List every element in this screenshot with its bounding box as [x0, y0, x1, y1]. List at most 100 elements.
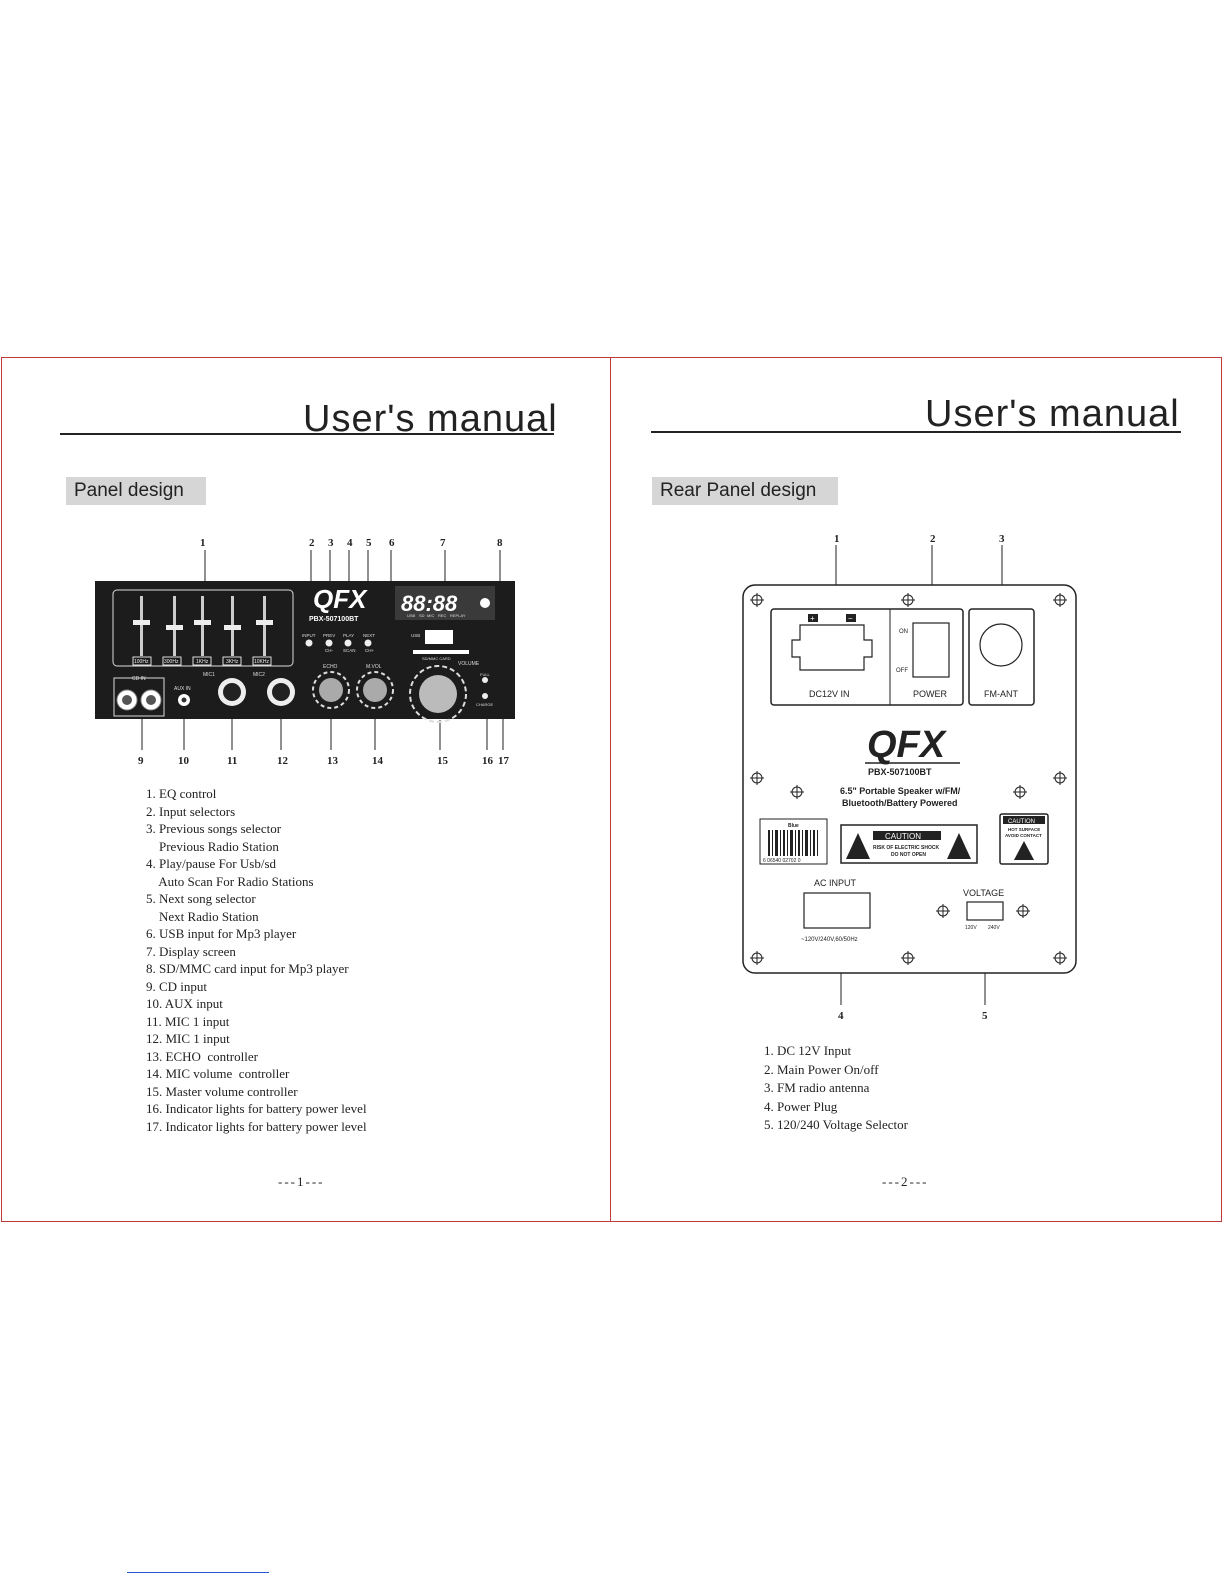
list-item: 2. Main Power On/off — [764, 1061, 879, 1077]
front-brand-logo: QFX — [313, 584, 368, 614]
input-button[interactable] — [305, 639, 313, 647]
list-item: Auto Scan For Radio Stations — [146, 873, 314, 889]
eq-band-3: 1KHz — [196, 659, 209, 665]
page-frame — [1, 357, 1222, 1222]
left-section-heading: Panel design — [66, 477, 206, 505]
rear-callout-3: 3 — [999, 533, 1005, 545]
svg-text:REPLAY: REPLAY — [450, 613, 466, 618]
fm-antenna-socket[interactable] — [979, 623, 1023, 667]
svg-text:PLAY: PLAY — [343, 633, 354, 638]
callout-12: 12 — [277, 755, 288, 767]
list-item: 16. Indicator lights for battery power l… — [146, 1101, 367, 1116]
next-button[interactable] — [364, 639, 372, 647]
aux-in-label: AUX IN — [174, 686, 191, 692]
list-item: 14. MIC volume controller — [146, 1066, 290, 1081]
eq-band-5: 10KHz — [254, 659, 270, 665]
usb-port[interactable] — [425, 630, 453, 644]
list-item: 3. FM radio antenna — [764, 1080, 870, 1095]
list-item: 12. MIC 1 input — [146, 1031, 230, 1046]
rear-panel-diagram: + − DC12V IN ON OFF POWER FM-ANT QFX PBX… — [742, 545, 1077, 1005]
full-indicator-light — [482, 677, 488, 683]
hot-surface-warning-icon — [1014, 841, 1034, 860]
mic2-label: MIC2 — [253, 672, 265, 678]
list-item: 2. Input selectors — [146, 803, 236, 819]
rear-brand-logo: QFX — [867, 724, 948, 766]
callout-6: 6 — [389, 537, 395, 549]
callout-17: 17 — [498, 755, 509, 767]
svg-text:SD: SD — [419, 613, 425, 618]
ac-power-socket[interactable] — [803, 892, 871, 929]
voltage-label: VOLTAGE — [963, 888, 1004, 898]
voltage-selector-switch[interactable] — [966, 901, 1004, 921]
ac-spec: ~120V/240V,60/50Hz — [801, 937, 858, 943]
fm-ant-label: FM-ANT — [984, 689, 1018, 699]
power-off-label: OFF — [896, 668, 908, 674]
front-panel-legend: 1. EQ control 2. Input selectors 3. Prev… — [146, 785, 367, 1135]
mic-volume-knob[interactable] — [363, 678, 387, 702]
list-item: 5. Next song selector — [146, 891, 256, 906]
svg-text:+: + — [810, 614, 815, 623]
product-description-line1: 6.5" Portable Speaker w/FM/ — [840, 786, 961, 796]
list-item: 4. Play/pause For Usb/sd — [146, 856, 276, 871]
power-label: POWER — [913, 689, 948, 699]
callout-7: 7 — [440, 537, 446, 549]
charge-indicator-light — [482, 693, 488, 699]
callout-16: 16 — [482, 755, 493, 767]
volume-label: VOLUME — [458, 661, 480, 667]
svg-text:MIC: MIC — [427, 613, 434, 618]
svg-text:SCAN: SCAN — [343, 648, 356, 653]
full-label: FULL — [480, 672, 491, 677]
echo-knob[interactable] — [319, 678, 343, 702]
footer-link-underline[interactable] — [127, 1572, 269, 1573]
cd-in-label: CD IN — [132, 676, 146, 682]
page-divider — [610, 357, 611, 1222]
ac-input-label: AC INPUT — [814, 878, 857, 888]
eq-band-1: 100Hz — [134, 659, 149, 665]
list-item: 5. 120/240 Voltage Selector — [764, 1117, 908, 1132]
callout-8: 8 — [497, 537, 503, 549]
callout-11: 11 — [227, 755, 238, 767]
svg-text:CH-: CH- — [325, 648, 333, 653]
list-item: Previous Radio Station — [146, 838, 279, 854]
callout-3: 3 — [328, 537, 334, 549]
caution-title: CAUTION — [885, 832, 921, 841]
list-item: 10. AUX input — [146, 996, 223, 1011]
list-item: 17. Indicator lights for battery power l… — [146, 1118, 367, 1134]
voltage-240-label: 240V — [988, 925, 1000, 931]
list-item: 1. DC 12V Input — [764, 1043, 852, 1058]
dc-in-label: DC12V IN — [809, 689, 850, 699]
list-item: 7. Display screen — [146, 943, 236, 959]
left-title-rule — [60, 433, 554, 435]
rear-callout-2: 2 — [930, 533, 936, 545]
display-digits: 88:88 — [401, 591, 458, 616]
list-item: 8. SD/MMC card input for Mp3 player — [146, 961, 349, 976]
play-button[interactable] — [344, 639, 352, 647]
power-switch[interactable] — [912, 622, 950, 678]
rear-panel-legend: 1. DC 12V Input 2. Main Power On/off 3. … — [764, 1042, 908, 1135]
callout-15: 15 — [437, 755, 448, 767]
list-item: Next Radio Station — [146, 908, 259, 924]
master-volume-knob[interactable] — [419, 675, 457, 713]
svg-text:REC: REC — [438, 613, 447, 618]
prev-button[interactable] — [325, 639, 333, 647]
dc-12v-port[interactable] — [791, 624, 873, 671]
barcode-color-label: Blue — [788, 823, 799, 829]
exclamation-warning-icon — [947, 833, 971, 859]
svg-text:CH+: CH+ — [365, 648, 374, 653]
list-item: 15. Master volume controller — [146, 1083, 298, 1099]
callout-10: 10 — [178, 755, 189, 767]
callout-2: 2 — [309, 537, 315, 549]
callout-14: 14 — [372, 755, 383, 767]
charge-label: CHARGE — [476, 702, 493, 707]
rear-callout-5: 5 — [982, 1010, 988, 1022]
front-panel-diagram: 100Hz 300Hz 1KHz 3KHz 10KHz QFX PBX-5071… — [95, 550, 515, 750]
input-label: INPUT — [302, 633, 316, 638]
callout-5: 5 — [366, 537, 372, 549]
sd-card-slot[interactable] — [413, 650, 469, 654]
list-item: 9. CD input — [146, 978, 208, 994]
list-item: 11. MIC 1 input — [146, 1013, 230, 1029]
caution-line2: DO NOT OPEN — [891, 852, 926, 858]
left-page-number: ---1--- — [278, 1174, 325, 1189]
electric-shock-warning-icon — [846, 833, 870, 859]
right-page-number: ---2--- — [882, 1174, 929, 1189]
